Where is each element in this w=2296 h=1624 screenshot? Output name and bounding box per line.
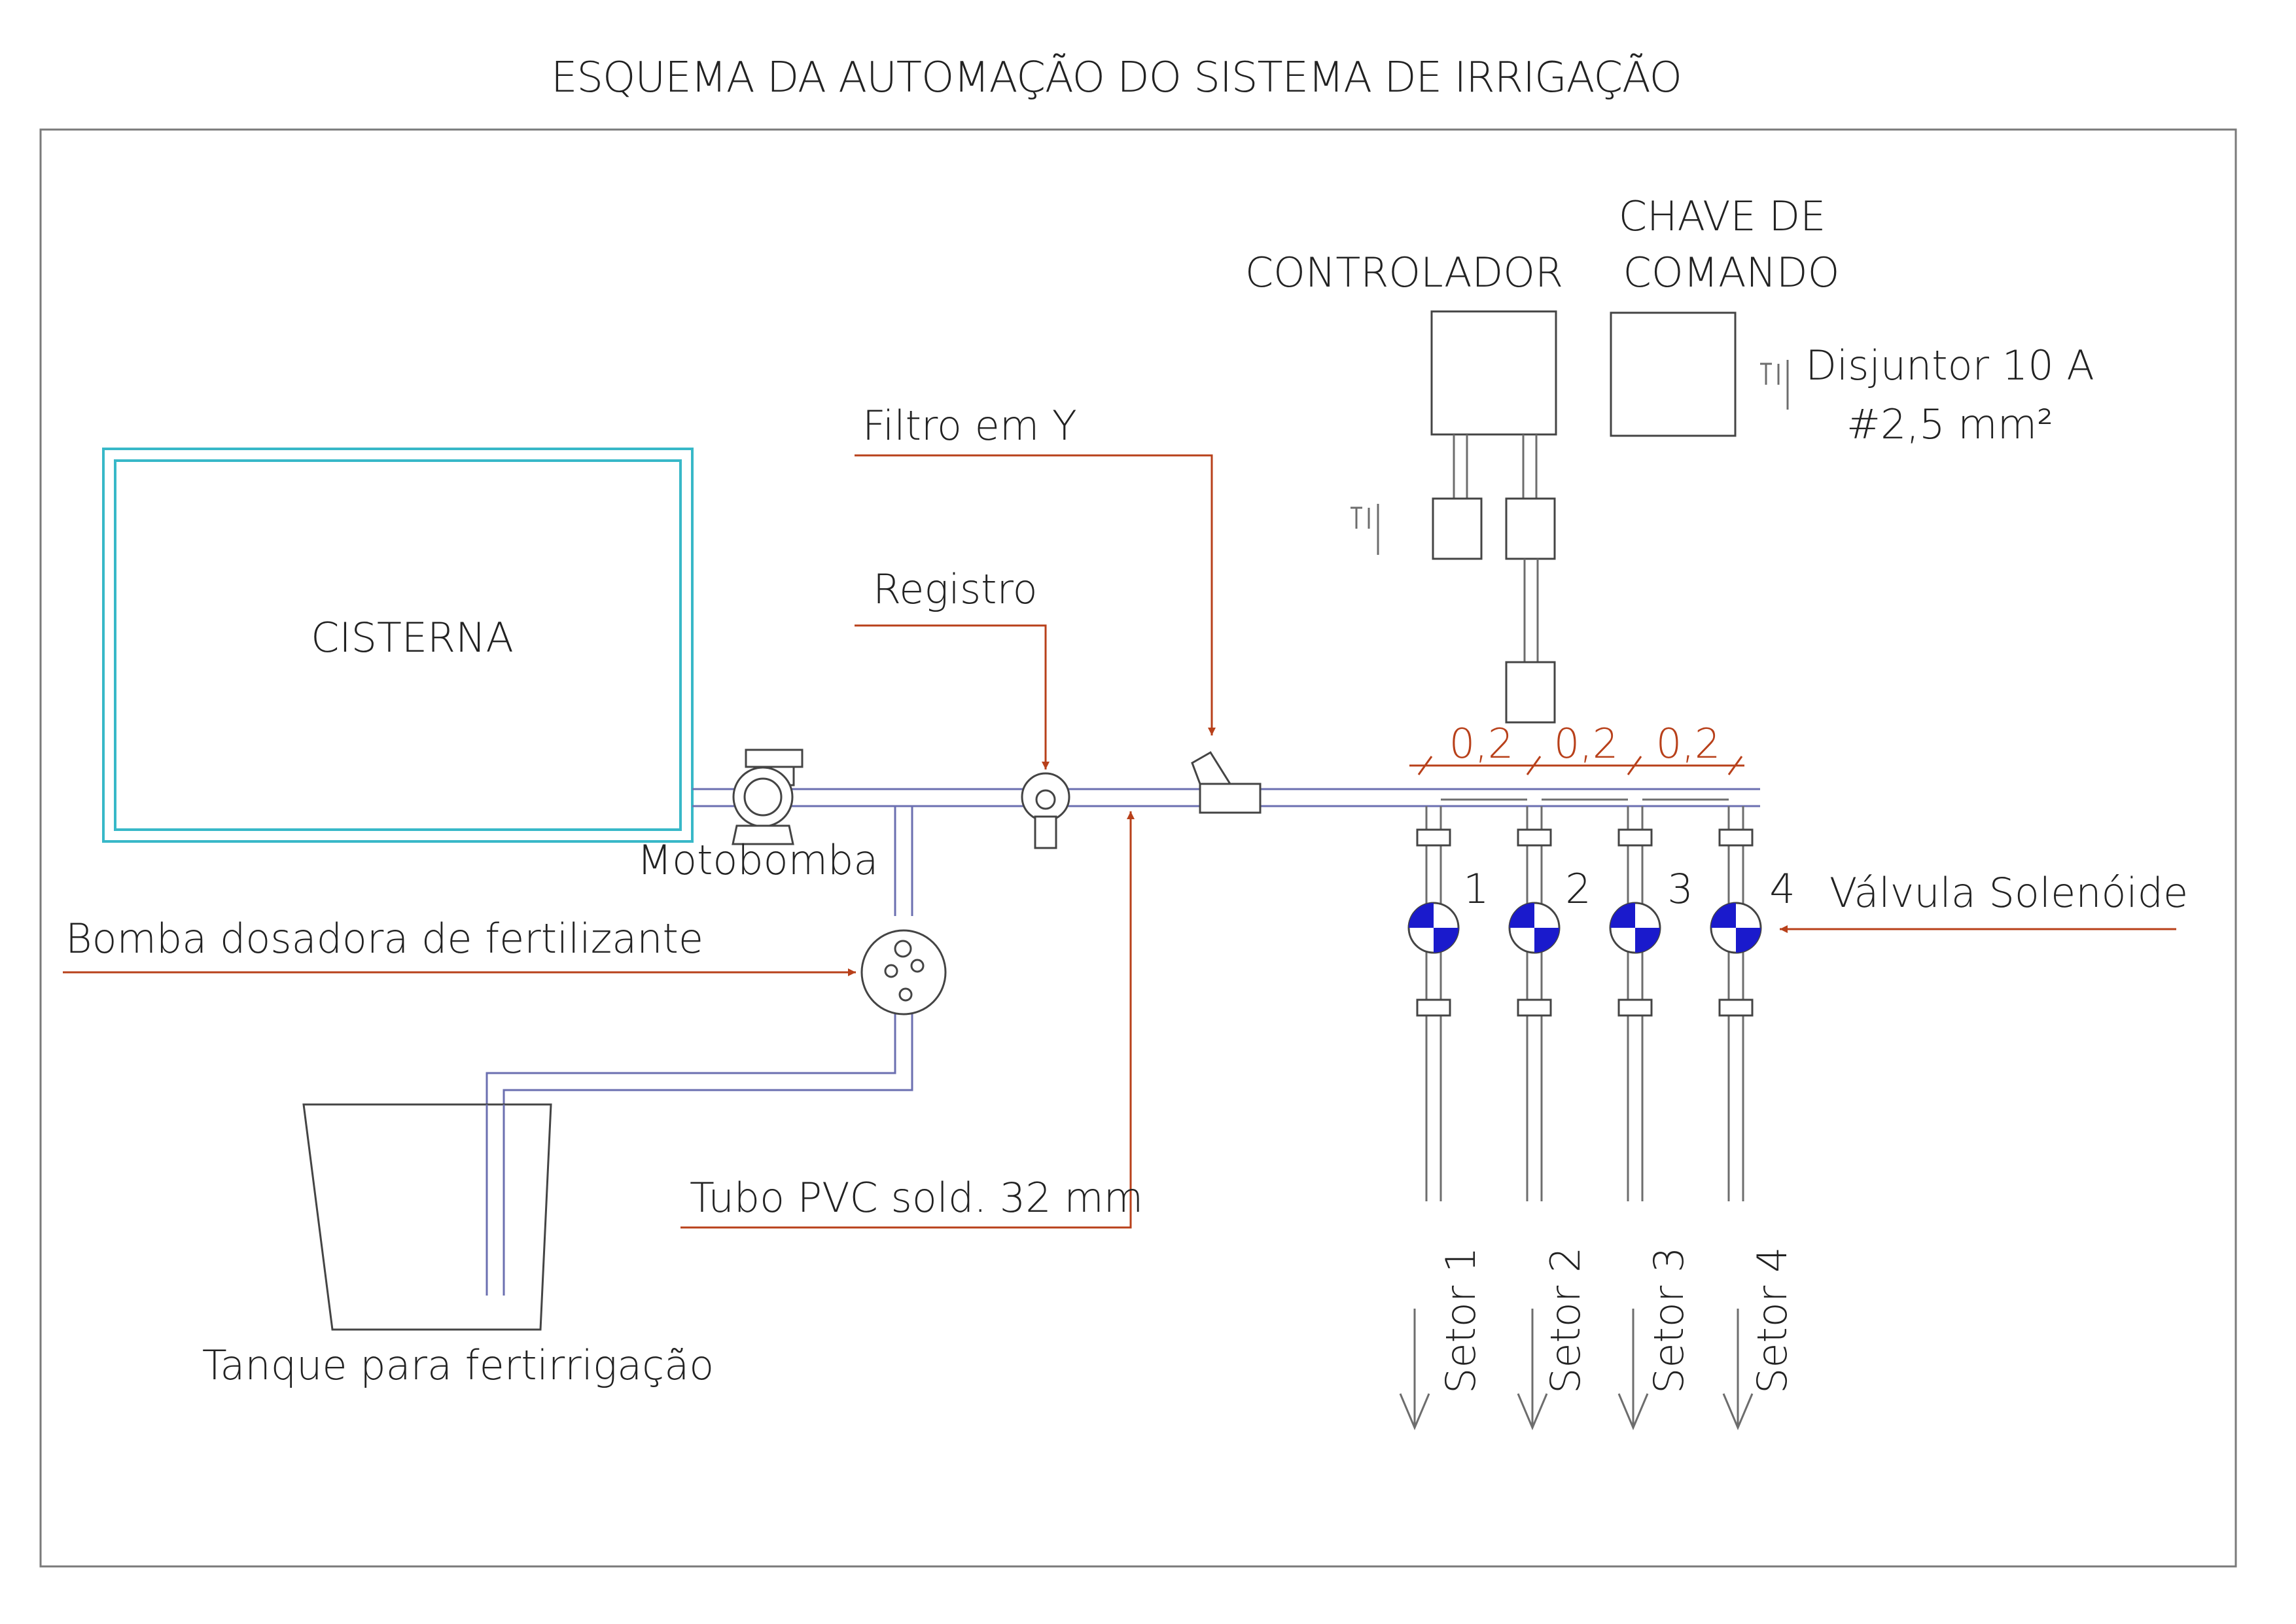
drawing-frame: [39, 128, 2237, 1568]
dimension-line: [1409, 756, 1744, 775]
solenoid-valve-icon: [1609, 902, 1661, 954]
solenoid-valve-label: Válvula Solenóide: [1829, 869, 2188, 917]
command-switch-box: [1610, 311, 1737, 437]
valve-number: 4: [1769, 865, 1795, 913]
solenoid-valve-icon: [1407, 902, 1460, 954]
tubo-label: Tubo PVC sold. 32 mm: [690, 1174, 1143, 1222]
controller-wiring: [1432, 434, 1556, 724]
sector-label: Setor 2: [1542, 1247, 1589, 1394]
tubo-leader: [680, 811, 1135, 1229]
dimension-value: 0,2: [1554, 720, 1619, 768]
dosing-pump-icon: [860, 929, 947, 1015]
motor-pump-label: Motobomba: [637, 836, 879, 884]
sector-label: Setor 4: [1748, 1247, 1796, 1394]
valve-column: 1 Setor 1: [1399, 806, 1489, 1430]
solenoid-valve-icon: [1508, 902, 1561, 954]
command-switch-label-line1: CHAVE DE: [1619, 192, 1826, 240]
cistern: CISTERNA: [102, 448, 694, 843]
breaker-label-line1: Disjuntor 10 A: [1805, 342, 2094, 389]
valve-number: 1: [1463, 865, 1489, 913]
breaker-symbol-icon: [1760, 360, 1789, 410]
sector-label: Setor 1: [1437, 1247, 1485, 1394]
valve-column: 2 Setor 2: [1508, 806, 1591, 1430]
controller-label: CONTROLADOR: [1245, 249, 1563, 296]
gate-valve-icon: [1021, 772, 1070, 849]
valve-column: 4 Setor 4: [1710, 806, 1796, 1430]
solenoid-valve-icon: [1710, 902, 1762, 954]
y-filter-icon: [1191, 750, 1262, 814]
breaker-label-line2: #2,5 mm²: [1846, 400, 2053, 448]
motor-pump-icon: [732, 749, 804, 845]
registro-leader: [855, 624, 1050, 769]
tank-label: Tanque para fertirrigação: [202, 1341, 714, 1389]
diagram-title: ESQUEMA DA AUTOMAÇÃO DO SISTEMA DE IRRIG…: [551, 53, 1682, 102]
tank-icon: [302, 1103, 552, 1331]
cistern-label: CISTERNA: [311, 614, 514, 662]
breaker-symbol-icon: [1351, 504, 1379, 555]
filtro-leader: [855, 454, 1216, 735]
valve-number: 2: [1565, 865, 1591, 913]
valve-column: 3 Setor 3: [1609, 806, 1693, 1430]
valve-number: 3: [1667, 865, 1693, 913]
command-switch-label-line2: COMANDO: [1623, 249, 1840, 296]
dosing-pump-label: Bomba dosadora de fertilizante: [65, 915, 703, 962]
sector-label: Setor 3: [1645, 1247, 1693, 1394]
dimension-value: 0,2: [1449, 720, 1514, 768]
dimension-value: 0,2: [1656, 720, 1721, 768]
registro-label: Registro: [873, 565, 1038, 613]
filtro-label: Filtro em Y: [862, 402, 1077, 450]
controller-box: [1430, 310, 1557, 436]
